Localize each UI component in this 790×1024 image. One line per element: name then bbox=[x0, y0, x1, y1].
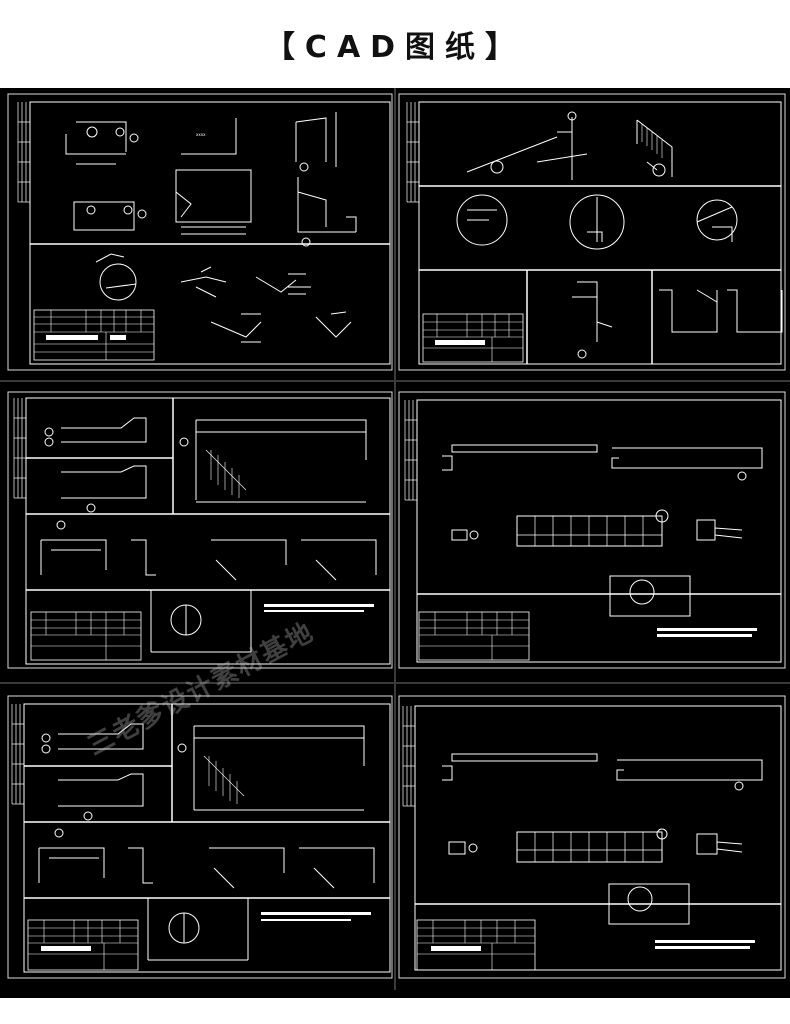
cad-sheet-5 bbox=[6, 694, 394, 980]
cad-sheet-1: xxxx bbox=[6, 92, 394, 372]
cad-drawing-board: xxxx bbox=[0, 88, 790, 998]
cad-sheet-6 bbox=[397, 694, 787, 980]
cad-drawing-6 bbox=[398, 695, 786, 979]
svg-text:xxxx: xxxx bbox=[196, 132, 206, 137]
column-separator bbox=[394, 88, 396, 990]
cad-sheet-4 bbox=[397, 390, 787, 670]
cad-drawing-5 bbox=[7, 695, 393, 979]
page-header: 【CAD图纸】 bbox=[0, 0, 790, 88]
cad-drawing-4 bbox=[398, 391, 786, 669]
cad-sheet-2 bbox=[397, 92, 787, 372]
cad-sheet-3 bbox=[6, 390, 394, 670]
cad-drawing-2 bbox=[398, 93, 786, 371]
page-footer bbox=[0, 998, 790, 1024]
cad-drawing-3 bbox=[7, 391, 393, 669]
page-title: 【CAD图纸】 bbox=[264, 30, 526, 65]
cad-drawing-1: xxxx bbox=[7, 93, 393, 371]
